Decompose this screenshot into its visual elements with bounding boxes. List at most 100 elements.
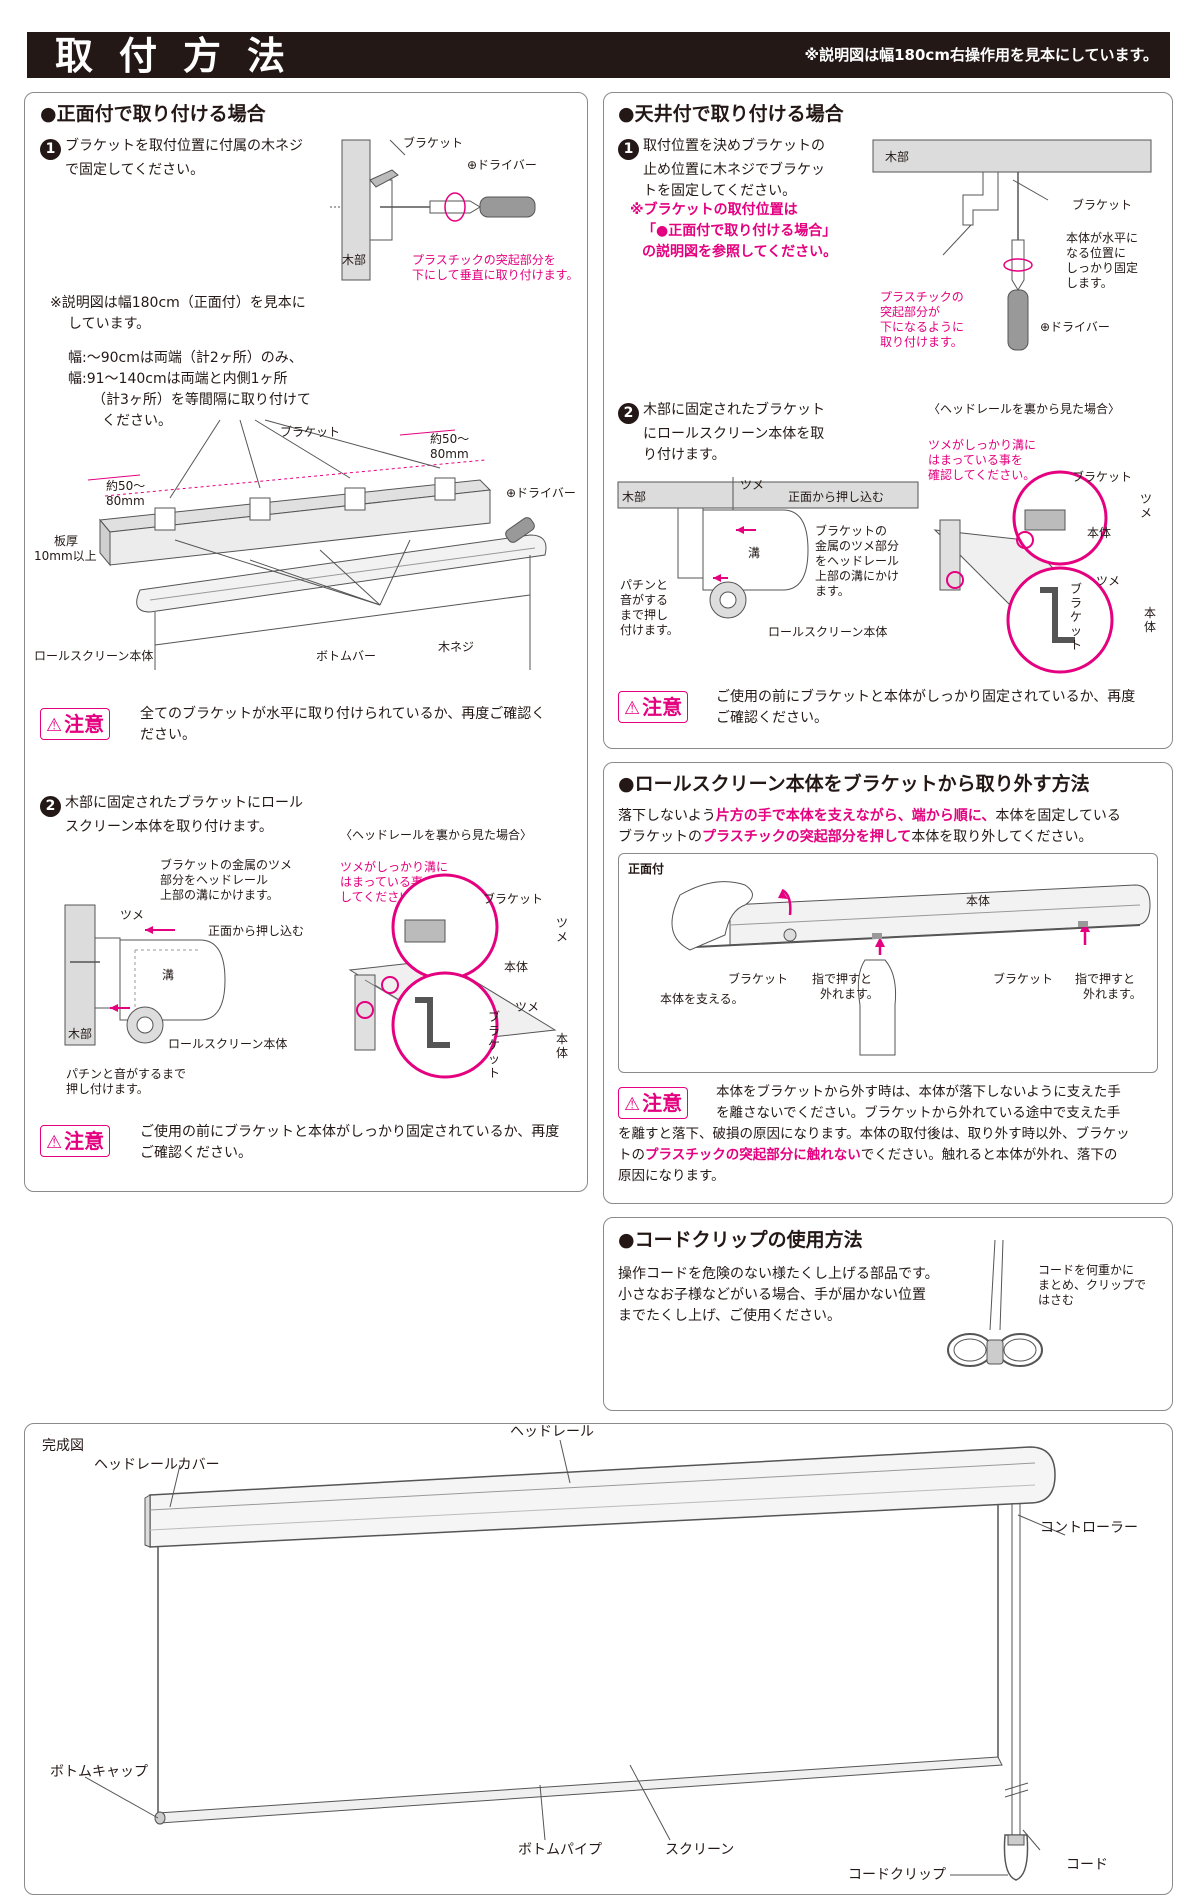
ceiling-plastic-label: プラスチックの 突起部分が 下になるように 取り付けます。: [880, 290, 965, 349]
step-number: 2: [618, 403, 639, 424]
cordclip-text: 操作コードを危険のない様たくし上げる部品です。 小さなお子様などがいる場合、手が…: [618, 1266, 939, 1324]
ceiling-step2-zoom-illustration: [933, 470, 1114, 674]
remove-title: ●ロールスクリーン本体をブラケットから取り外す方法: [618, 773, 1090, 795]
front-step1-illustration: [330, 139, 536, 281]
cordclip-note: コードを何重かに まとめ、クリップで はさむ: [1038, 1263, 1147, 1307]
ceiling-step2-view-label: 〈ヘッドレールを裏から見た場合〉: [928, 402, 1121, 416]
ceiling-step2-body-label: ロールスクリーン本体: [768, 625, 888, 639]
ceiling-driver-label: ⊕ドライバー: [1040, 320, 1110, 334]
front-diagram-body-label: ロールスクリーン本体: [34, 649, 154, 663]
cordclip-title: ●コードクリップの使用方法: [618, 1229, 863, 1251]
complete-cord-clip-label: コードクリップ: [848, 1867, 946, 1883]
front-step2-push-label: 正面から押し込む: [208, 924, 305, 938]
front-diagram-board-label: 板厚 10mm以上: [34, 534, 97, 563]
remove-illustration: [671, 881, 1151, 1056]
front-step1-bracket-label: ブラケット: [403, 136, 464, 150]
front-diagram-approx-left: 約50～ 80mm: [106, 479, 146, 508]
ceiling-zoom-bracket: ブラケット: [1072, 470, 1133, 484]
ceiling-step2-push-label: 正面から押し込む: [788, 490, 885, 504]
front-diagram-bottombar-label: ボトムバー: [316, 649, 377, 663]
front-title: ●正面付で取り付ける場合: [40, 103, 266, 125]
ceiling-zoom-body: 本体: [1087, 526, 1112, 540]
remove-front-label: 正面付: [628, 862, 665, 876]
complete-headrail-cover-label: ヘッドレールカバー: [94, 1457, 220, 1473]
header-note: ※説明図は幅180cm右操作用を見本にしています。: [804, 46, 1158, 64]
complete-headrail-label: ヘッドレール: [510, 1424, 594, 1440]
front-step2-wood-label: 木部: [68, 1027, 93, 1041]
ceiling-title: ●天井付で取り付ける場合: [618, 103, 844, 125]
front-step1-note: ※説明図は幅180cm（正面付）を見本に しています。: [50, 295, 306, 332]
warning-icon: ⚠: [46, 715, 63, 736]
ceiling-zoom-claw: ツメ: [1140, 492, 1153, 520]
ceiling-step1-illustration: [872, 139, 1152, 351]
ceiling-step2-illustration: [617, 477, 919, 619]
remove-support-label: 本体を支える。: [660, 992, 744, 1006]
front-install-diagram: [87, 419, 547, 670]
caution-badge: ⚠注意: [40, 708, 111, 740]
caution-badge: ⚠注意: [618, 1087, 689, 1119]
ceiling-caution-text: ご使用の前にブラケットと本体がしっかり固定されているか、再度 ご確認ください。: [716, 689, 1136, 726]
ceiling-zoom2-body: 本体: [1144, 606, 1157, 634]
remove-caution-text: 本体をブラケットから外す時は、本体が落下しないように支えた手 を離さないでくださ…: [618, 1084, 1130, 1184]
front-step2-illustration: [64, 904, 226, 1046]
front-diagram-driver-label: ⊕ドライバー: [506, 486, 576, 500]
step-number: 2: [40, 796, 61, 817]
front-step2-view-label: 〈ヘッドレールを裏から見た場合〉: [340, 828, 533, 842]
front-step1-wood-label: 木部: [342, 253, 367, 267]
front-zoom-claw: ツメ: [556, 916, 569, 944]
front-step2-claw-label: ツメ: [120, 908, 145, 922]
ceiling-bracket-label: ブラケット: [1072, 198, 1133, 212]
ceiling-step2-claw-label: ツメ: [740, 478, 765, 492]
ceiling-step2-groove-label: 溝: [748, 546, 761, 560]
warning-icon: ⚠: [624, 698, 641, 719]
ceiling-wood-label: 木部: [885, 150, 910, 164]
complete-title: 完成図: [42, 1438, 84, 1454]
step-number: 1: [40, 139, 61, 160]
ceiling-step2-click-label: パチンと 音がする まで押し 付けます。: [620, 578, 679, 637]
remove-bracket2-label: ブラケット: [993, 972, 1054, 986]
front-step2-groove-label: 溝: [162, 968, 175, 982]
caution-badge: ⚠注意: [618, 691, 689, 723]
remove-body-label: 本体: [966, 894, 991, 908]
ceiling-step2-wood-label: 木部: [622, 490, 647, 504]
front-zoom-bracket: ブラケット: [483, 892, 544, 906]
ceiling-step2-check-label: ツメがしっかり溝に はまっている事を 確認してください。: [928, 438, 1037, 482]
complete-bottom-pipe-label: ボトムパイプ: [518, 1842, 602, 1858]
front-zoom2-body: 本体: [556, 1032, 569, 1060]
front-step2-click-label: パチンと音がするまで 押し付けます。: [66, 1067, 187, 1096]
cordclip-illustration: [947, 1239, 1043, 1367]
ceiling-step2-desc: ブラケットの 金属のツメ部分 をヘッドレール 上部の溝にかけ ます。: [815, 524, 900, 598]
front-step2-body-label: ロールスクリーン本体: [168, 1037, 288, 1051]
front-zoom2-bracket: ブラケット: [488, 1010, 501, 1080]
complete-controller-label: コントローラー: [1040, 1520, 1138, 1536]
front-zoom-body: 本体: [504, 960, 529, 974]
ceiling-zoom2-bracket: ブラケット: [1070, 582, 1083, 652]
remove-illustration-frame: [618, 853, 1158, 1073]
remove-push1-label: 指で押すと 外れます。: [812, 972, 879, 1001]
front-zoom2-claw: ツメ: [515, 1000, 540, 1014]
front-caution2-text: ご使用の前にブラケットと本体がしっかり固定されているか、再度 ご確認ください。: [140, 1124, 560, 1161]
cordclip-panel: [603, 1217, 1173, 1411]
complete-cord-label: コード: [1066, 1857, 1108, 1873]
page-title: 取付方法: [55, 34, 312, 78]
front-diagram-bracket-label: ブラケット: [280, 425, 341, 439]
front-step1-driver-label: ⊕ドライバー: [467, 158, 537, 172]
front-step2-claw-desc: ブラケットの金属のツメ 部分をヘッドレール 上部の溝にかけます。: [160, 858, 293, 902]
complete-screen-label: スクリーン: [665, 1842, 735, 1858]
front-caution1-text: 全てのブラケットが水平に取り付けられているか、再度ご確認く ださい。: [140, 706, 546, 743]
ceiling-step1-note: ※ブラケットの取付位置は 「●正面付で取り付ける場合」 の説明図を参照してくださ…: [630, 202, 838, 260]
remove-text: 落下しないよう片方の手で本体を支えながら、端から順に、本体を固定している ブラケ…: [618, 808, 1121, 845]
front-step2-zoom-illustration: [348, 873, 557, 1079]
caution-badge: ⚠注意: [40, 1125, 111, 1157]
ceiling-level-label: 本体が水平に なる位置に しっかり固定 します。: [1066, 231, 1139, 290]
header-bar: [27, 32, 1170, 78]
step-number: 1: [618, 139, 639, 160]
remove-push2-label: 指で押すと 外れます。: [1075, 972, 1142, 1001]
warning-icon: ⚠: [46, 1132, 63, 1153]
front-step1-plastic-label: プラスチックの突起部分を 下にして垂直に取り付けます。: [412, 253, 579, 282]
ceiling-zoom2-claw: ツメ: [1096, 574, 1121, 588]
